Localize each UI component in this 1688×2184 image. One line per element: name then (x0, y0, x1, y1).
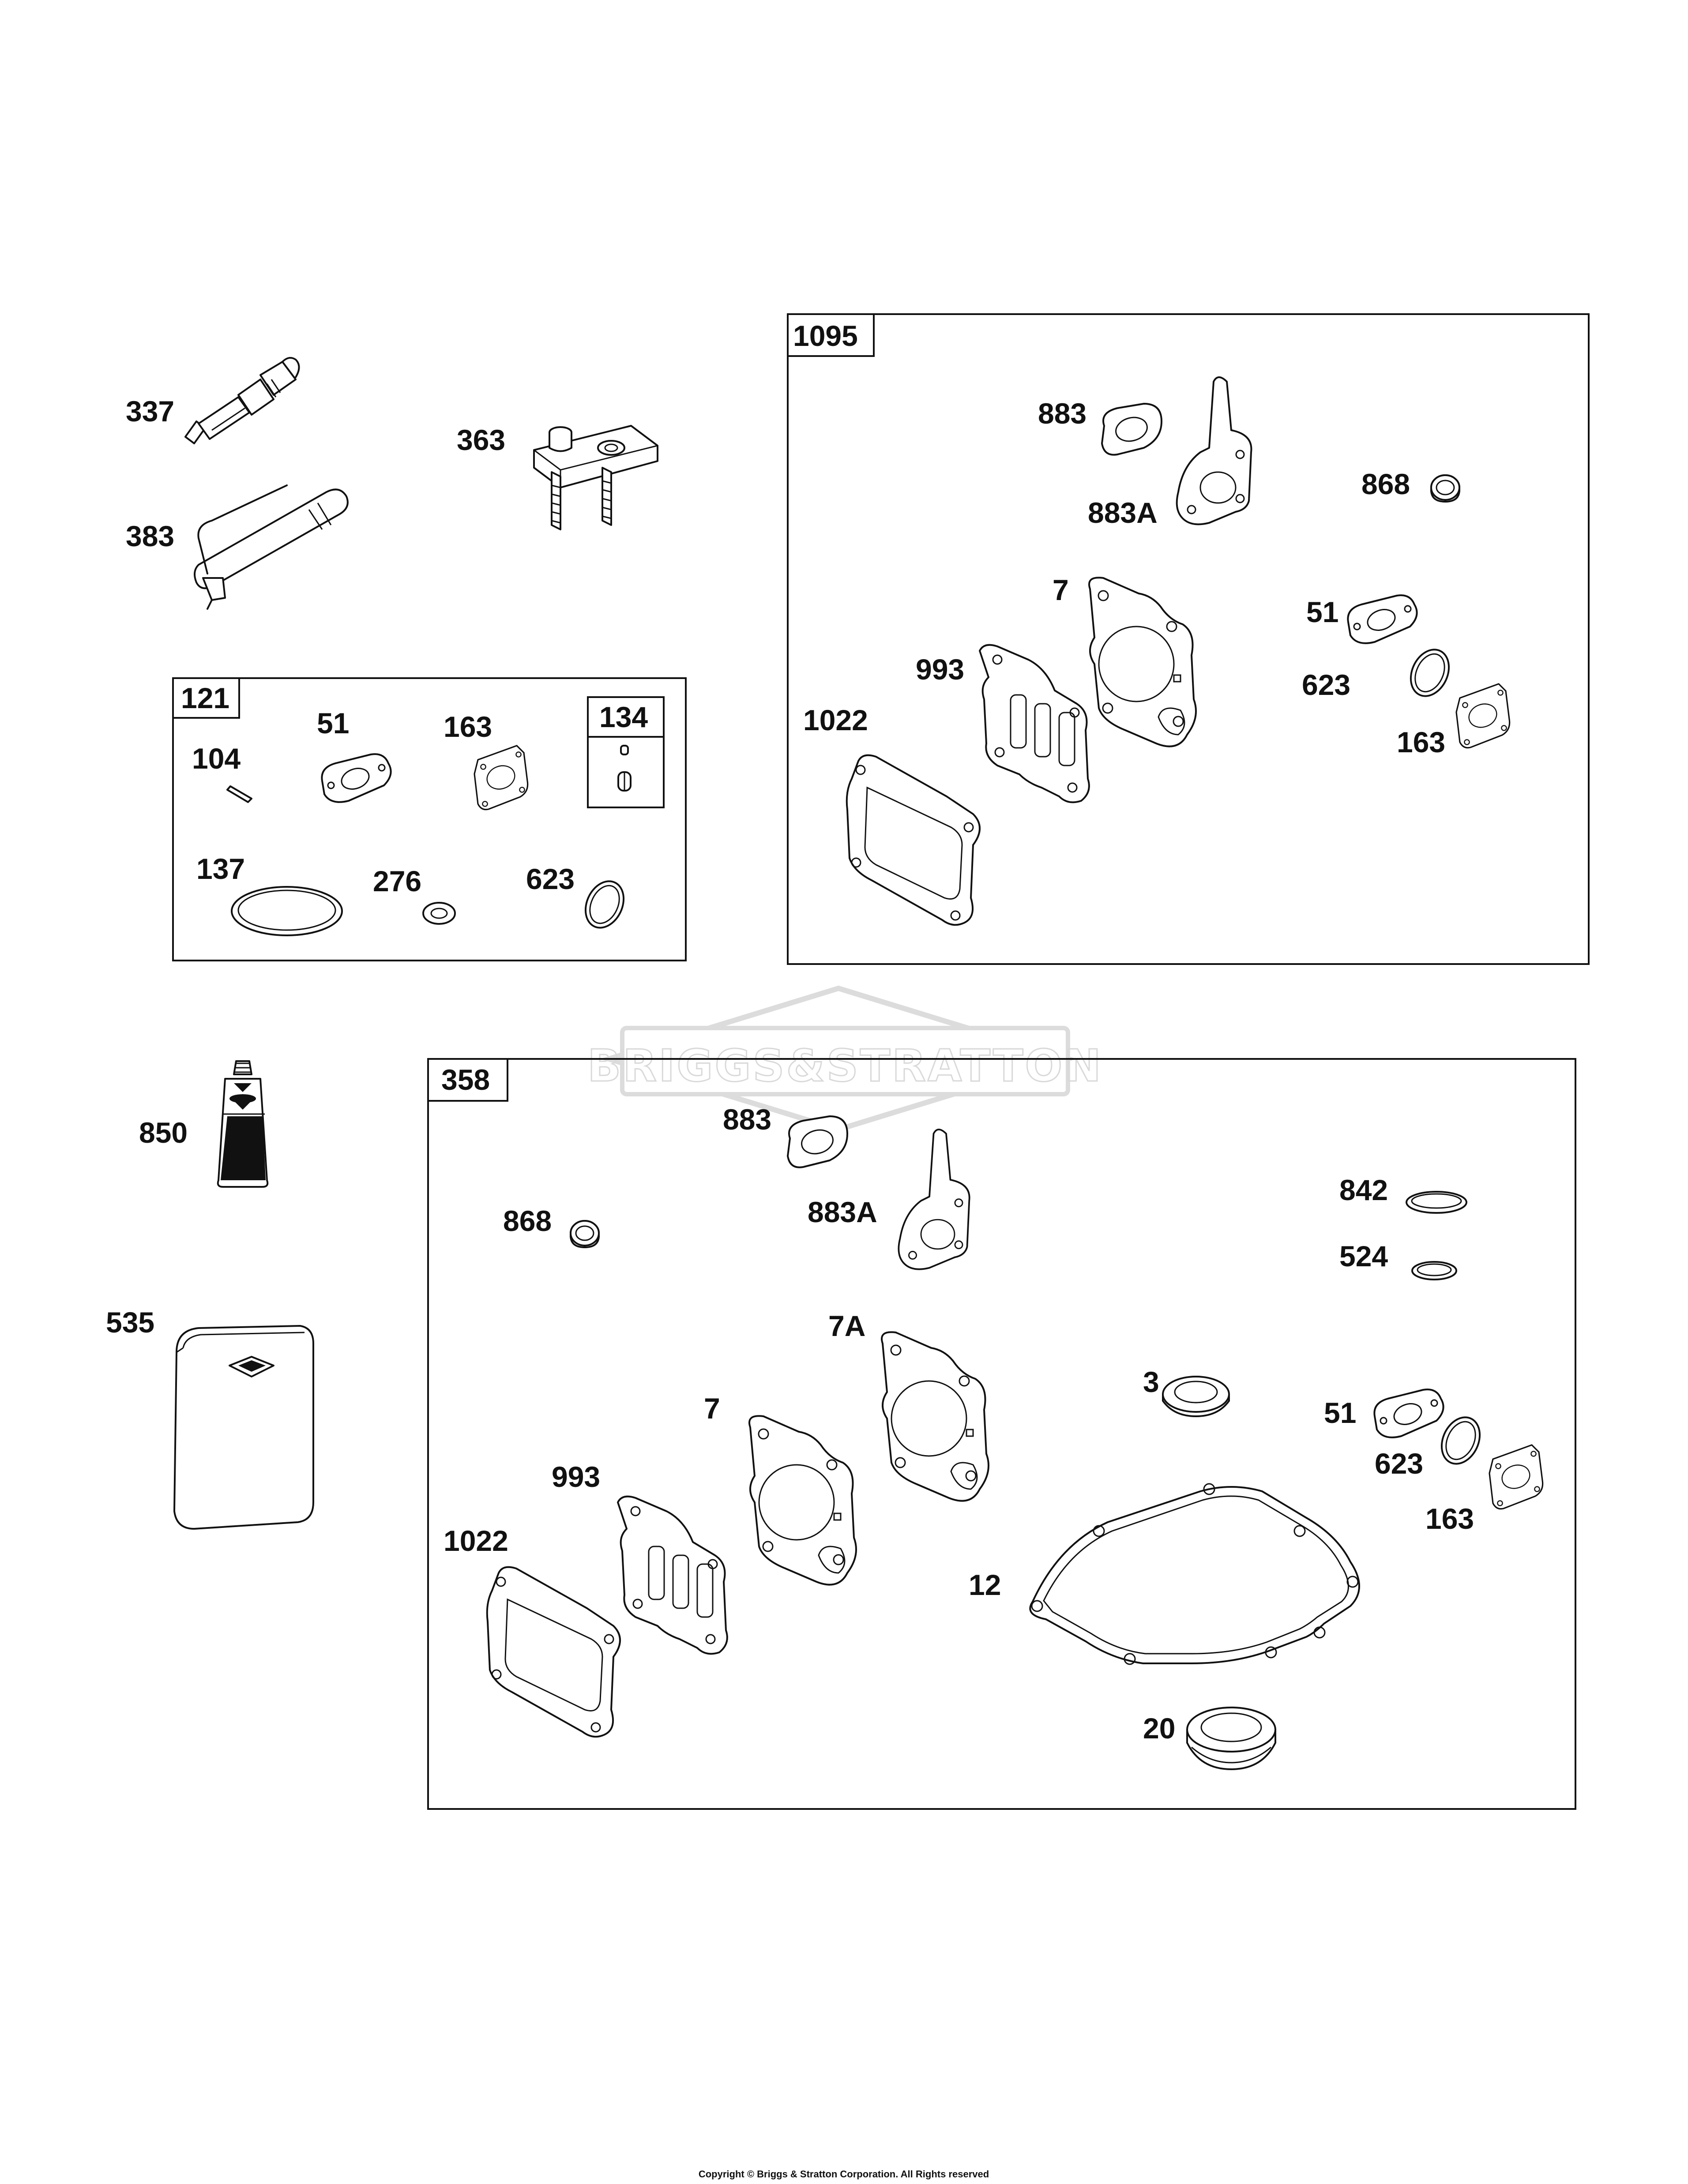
label-337: 337 (126, 395, 174, 428)
label-s623: 623 (1375, 1447, 1423, 1480)
exhaust-gasket-k51-icon (321, 753, 392, 803)
plug-s868-icon (570, 1220, 600, 1248)
exhaust-gasket-s51-icon (1373, 1388, 1444, 1438)
label-s883: 883 (723, 1103, 771, 1136)
oil-seal-s3-icon (1162, 1376, 1230, 1417)
label-k51: 51 (317, 707, 349, 739)
label-s842: 842 (1339, 1174, 1388, 1206)
ring-s524-icon (1411, 1261, 1457, 1280)
label-383: 383 (126, 520, 174, 552)
label-k276: 276 (373, 865, 421, 897)
label-s3: 3 (1143, 1366, 1159, 1398)
gasket-g883-icon (1101, 403, 1162, 456)
intake-gasket-s163-icon (1489, 1444, 1544, 1510)
cover-gasket-g1022-icon (846, 754, 981, 926)
valve-keeper-icon (617, 745, 632, 792)
o-ring-g623-icon (1402, 642, 1457, 703)
label-g868: 868 (1361, 468, 1410, 500)
head-gasket-s7-icon (748, 1415, 857, 1586)
manual-box-icon (173, 1325, 314, 1530)
ring-s842-icon (1406, 1191, 1467, 1214)
gasket-s883-icon (787, 1115, 848, 1168)
label-s524: 524 (1339, 1240, 1388, 1272)
plug-wrench-icon (194, 484, 349, 610)
head-gasket-g7-icon (1088, 577, 1197, 747)
label-s12: 12 (969, 1569, 1001, 1601)
watermark-text: BRIGGS&STRATTON (587, 1040, 1103, 1092)
label-k137: 137 (196, 852, 245, 885)
kit-121-label: 121 (181, 682, 229, 714)
kit-134-label: 134 (599, 701, 648, 733)
spacer-gasket-g993-icon (979, 644, 1090, 803)
label-k104: 104 (192, 742, 241, 775)
rocker-tool-icon (533, 425, 658, 530)
label-s1022: 1022 (444, 1524, 508, 1557)
kit-358-tag (427, 1058, 508, 1102)
watermark-logo: BRIGGS&STRATTON (586, 985, 1103, 1133)
kit-134-box (587, 696, 665, 808)
label-s51: 51 (1324, 1396, 1356, 1429)
spacer-gasket-s993-icon (617, 1495, 728, 1655)
kit-1095-tag (787, 313, 875, 357)
label-s7a: 7A (828, 1310, 865, 1342)
label-g7: 7 (1053, 574, 1069, 606)
label-g1022: 1022 (803, 704, 868, 736)
cover-gasket-s1022-icon (486, 1566, 621, 1738)
label-k623: 623 (526, 863, 575, 895)
kit-358-label: 358 (441, 1063, 490, 1096)
label-s993: 993 (552, 1460, 600, 1493)
label-g51: 51 (1306, 596, 1338, 628)
label-535: 535 (106, 1306, 154, 1339)
crankcase-gasket-s12-icon (1029, 1483, 1360, 1665)
o-ring-s623-icon (1433, 1410, 1488, 1471)
kit-1095-box (787, 313, 1590, 965)
kit-121-box (172, 677, 687, 961)
kit-358-box (427, 1058, 1576, 1810)
intake-gasket-g163-icon (1455, 683, 1511, 749)
label-s163: 163 (1425, 1502, 1474, 1535)
seal-ring-icon (231, 886, 343, 936)
kit-1095-label: 1095 (793, 319, 858, 352)
sealant-tube-icon (217, 1060, 269, 1188)
intake-gasket-k163-icon (474, 745, 529, 811)
kit-121-tag (172, 677, 240, 719)
spark-plug-icon (184, 357, 300, 444)
pin-icon (226, 785, 252, 803)
o-ring-k623-icon (577, 874, 632, 935)
washer-icon (422, 902, 456, 925)
heat-shield-g883a-icon (1176, 376, 1252, 525)
head-gasket-s7a-icon (881, 1331, 989, 1502)
plug-g868-icon (1430, 474, 1460, 503)
label-s868: 868 (503, 1205, 552, 1237)
label-g163: 163 (1397, 726, 1445, 758)
label-s20: 20 (1143, 1712, 1175, 1745)
label-g623: 623 (1302, 668, 1350, 701)
oil-seal-s20-icon (1186, 1707, 1276, 1770)
heat-shield-s883a-icon (898, 1129, 970, 1270)
label-s7: 7 (704, 1392, 720, 1425)
label-k163: 163 (444, 710, 492, 743)
exhaust-gasket-g51-icon (1347, 594, 1418, 644)
copyright-text: Copyright © Briggs & Stratton Corporatio… (699, 2169, 989, 2180)
label-363: 363 (457, 424, 505, 456)
label-g993: 993 (916, 653, 964, 686)
label-g883: 883 (1038, 397, 1086, 430)
label-g883a: 883A (1088, 496, 1158, 529)
label-850: 850 (139, 1116, 188, 1149)
label-s883a: 883A (808, 1196, 877, 1228)
